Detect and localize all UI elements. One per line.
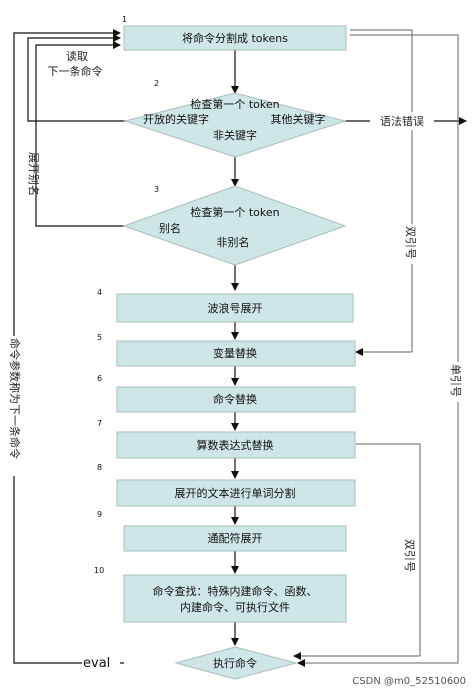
loop-eval [13,29,124,664]
label-eval: eval [83,656,110,671]
step-number-8: 8 [97,463,102,472]
step-number-1: 1 [122,15,127,24]
label-args-as-next: 命令参数称为下一条命令 [8,338,22,459]
watermark: CSDN @m0_52510600 [352,676,466,687]
step-2-bottom-label: 非关键字 [213,128,257,142]
label-read-line2: 下一条命令 [48,64,103,78]
label-double-quote: 双引号 [404,226,418,259]
step-2-right-label: 其他关键字 [271,112,326,126]
step-exec-decision: 执行命令 [174,646,298,680]
step-9-label: 通配符展开 [208,532,263,545]
step-number-4: 4 [97,288,102,297]
loop-read-next [27,34,126,122]
step-number-10: 10 [94,566,104,575]
label-read-line1: 读取 [66,49,88,63]
step-8: 展开的文本进行单词分割 [116,479,356,507]
step-8-label: 展开的文本进行单词分割 [175,486,296,500]
label-syntax-error: 语法错误 [380,114,424,128]
loop-expand-alias [35,41,124,227]
step-4: 波浪号展开 [116,293,354,323]
step-9: 通配符展开 [123,525,347,552]
step-5: 变量替换 [116,340,356,367]
step-number-9: 9 [97,510,102,519]
step-7: 算数表达式替换 [116,431,356,459]
step-10-label-line1: 命令查找：特殊内建命令、函数、 [153,584,318,598]
step-3-left-label: 别名 [159,221,181,235]
step-exec-label: 执行命令 [213,656,257,670]
step-3-label: 检查第一个 token [190,205,279,219]
step-3-bottom-label: 非别名 [217,235,250,249]
path-double-quote [350,29,413,356]
step-1: 将命令分割成 tokens [123,25,347,51]
path-double-quote-2 [293,443,421,660]
label-expand-alias: 展开别名 [27,152,41,196]
path-single-quote [297,34,459,667]
step-7-label: 算数表达式替换 [197,438,274,452]
step-6: 命令替换 [116,386,356,413]
step-2-decision: 检查第一个 token 开放的关键字 其他关键字 非关键字 [123,92,347,158]
step-5-label: 变量替换 [213,346,257,360]
step-number-3: 3 [154,185,159,194]
step-number-7: 7 [97,419,102,428]
step-number-2: 2 [154,79,159,88]
step-2-left-label: 开放的关键字 [143,112,209,126]
step-number-6: 6 [97,374,102,383]
step-1-label: 将命令分割成 tokens [182,31,288,45]
step-10: 命令查找：特殊内建命令、函数、 内建命令、可执行文件 [123,574,347,623]
label-single-quote: 单引号 [449,364,463,397]
label-double-quote-2: 双引号 [403,539,417,572]
step-3-decision: 检查第一个 token 别名 非别名 [122,185,347,266]
step-2-label: 检查第一个 token [190,97,279,111]
step-4-label: 波浪号展开 [208,301,263,315]
step-10-label-line2: 内建命令、可执行文件 [180,600,290,614]
step-6-label: 命令替换 [213,392,257,406]
step-number-5: 5 [97,333,102,342]
